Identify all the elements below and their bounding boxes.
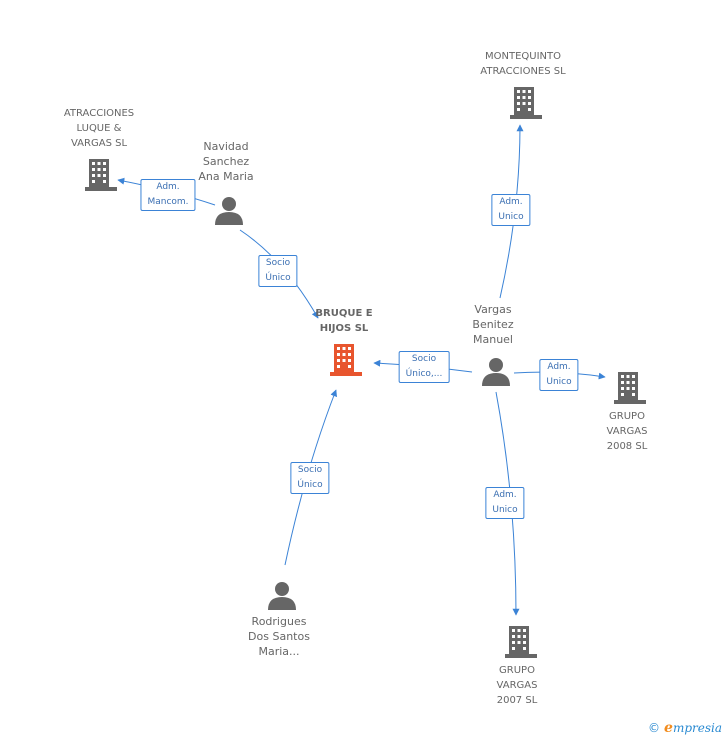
edge-label-adm-unico-grupo2007[interactable]: Adm. Unico (485, 487, 525, 519)
edge-label-adm-unico-montequinto[interactable]: Adm. Unico (491, 194, 531, 226)
edge-label-adm-mancom[interactable]: Adm. Mancom. (140, 179, 196, 211)
brand-initial: e (664, 720, 673, 736)
copyright-icon: © (648, 721, 661, 735)
building-icon[interactable] (510, 85, 542, 119)
edge-label-adm-unico-grupo2008[interactable]: Adm. Unico (539, 359, 579, 391)
edge-label-socio-unico-navidad[interactable]: Socio Único (258, 255, 298, 287)
node-label-montequinto[interactable]: MONTEQUINTO ATRACCIONES SL (480, 51, 566, 77)
person-icon[interactable] (267, 580, 297, 610)
edge-label-socio-unico-vargas[interactable]: Socio Único,... (398, 351, 450, 383)
node-label-grupo2008[interactable]: GRUPO VARGAS 2008 SL (606, 411, 648, 452)
brand-text: mpresia (672, 721, 722, 735)
node-label-navidad[interactable]: Navidad Sanchez Ana Maria (198, 140, 254, 183)
edge-label-socio-unico-rodrigues[interactable]: Socio Único (290, 462, 330, 494)
building-icon-focus[interactable] (330, 342, 362, 376)
node-label-grupo2007[interactable]: GRUPO VARGAS 2007 SL (496, 665, 538, 706)
node-label-luque[interactable]: ATRACCIONES LUQUE & VARGAS SL (63, 108, 135, 149)
person-icon[interactable] (214, 195, 244, 225)
building-icon[interactable] (614, 370, 646, 404)
node-label-vargas[interactable]: Vargas Benitez Manuel (472, 303, 514, 346)
brand-logo: ©empresia (648, 720, 722, 736)
node-label-bruque[interactable]: BRUQUE E HIJOS SL (315, 308, 373, 334)
building-icon[interactable] (505, 624, 537, 658)
node-label-rodrigues[interactable]: Rodrigues Dos Santos Maria... (248, 615, 310, 658)
person-icon[interactable] (481, 356, 511, 386)
building-icon[interactable] (85, 157, 117, 191)
